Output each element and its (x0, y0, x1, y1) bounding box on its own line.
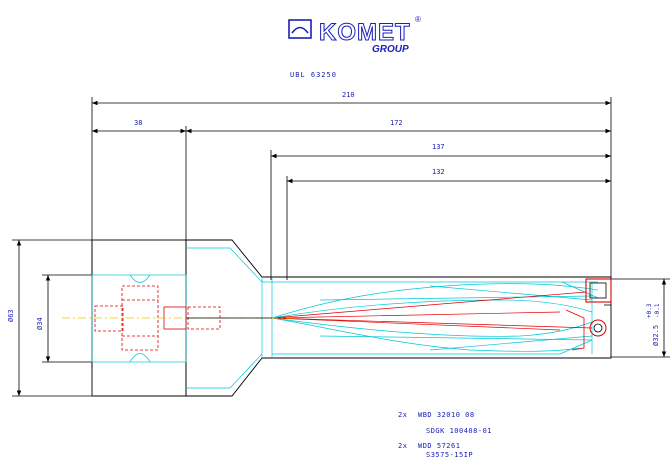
parts-list: 2x WBD 32010 08 SDGK 100408-01 2x WDD 57… (398, 411, 492, 459)
dim-drill-diameter: Ø32.5 (652, 325, 660, 346)
dim-tolerance-lower: -0.1 (654, 303, 661, 318)
parts-list-code-4: S3575-15IP (426, 451, 473, 459)
dim-body-length: 172 (390, 119, 403, 127)
logo-registered: ® (415, 15, 421, 24)
dim-tolerance-upper: +0.3 (646, 303, 653, 318)
komet-logo: KOMET ® GROUP (288, 15, 421, 55)
parts-list-qty-3: 2x (398, 442, 407, 450)
parts-list-code-2: SDGK 100408-01 (426, 427, 492, 435)
logo-brand: KOMET (319, 19, 411, 46)
dim-flute-length-1: 137 (432, 143, 445, 151)
part-number: UBL 63250 (290, 71, 337, 79)
tool-body (62, 239, 612, 397)
dim-overall-length: 210 (342, 91, 355, 99)
parts-list-code-1: WBD 32010 08 (418, 411, 475, 419)
cutting-inserts (565, 278, 612, 351)
dim-shank-length: 38 (134, 119, 142, 127)
dim-shank-outer-diameter: Ø63 (7, 309, 15, 322)
parts-list-code-3: WDD 57261 (418, 442, 460, 450)
logo-group: GROUP (372, 44, 409, 55)
dim-shank-diameter: Ø34 (36, 317, 44, 330)
dimension-labels: 210 38 172 137 132 Ø63 Ø34 Ø32.5 +0.3 -0… (7, 91, 661, 346)
dim-flute-length-2: 132 (432, 168, 445, 176)
hidden-lines (91, 247, 599, 389)
coolant-lines (271, 291, 593, 331)
parts-list-qty-1: 2x (398, 411, 407, 419)
dimension-lines (12, 97, 670, 397)
logo-mark-icon (288, 19, 312, 39)
